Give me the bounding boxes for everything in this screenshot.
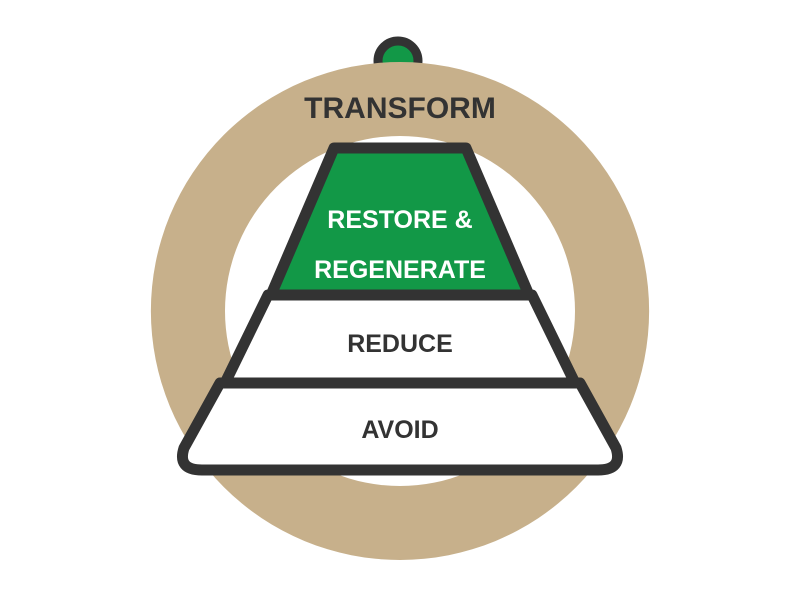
tier-top-shape (265, 142, 535, 301)
tier-top-label-line2: REGENERATE (314, 256, 486, 284)
ring-label-transform: TRANSFORM (304, 92, 496, 125)
tier-top-label-line1: RESTORE & (327, 206, 472, 234)
tier-bottom-shape (177, 377, 623, 476)
tier-middle-label: REDUCE (347, 330, 453, 358)
tier-bottom-label: AVOID (361, 416, 438, 444)
